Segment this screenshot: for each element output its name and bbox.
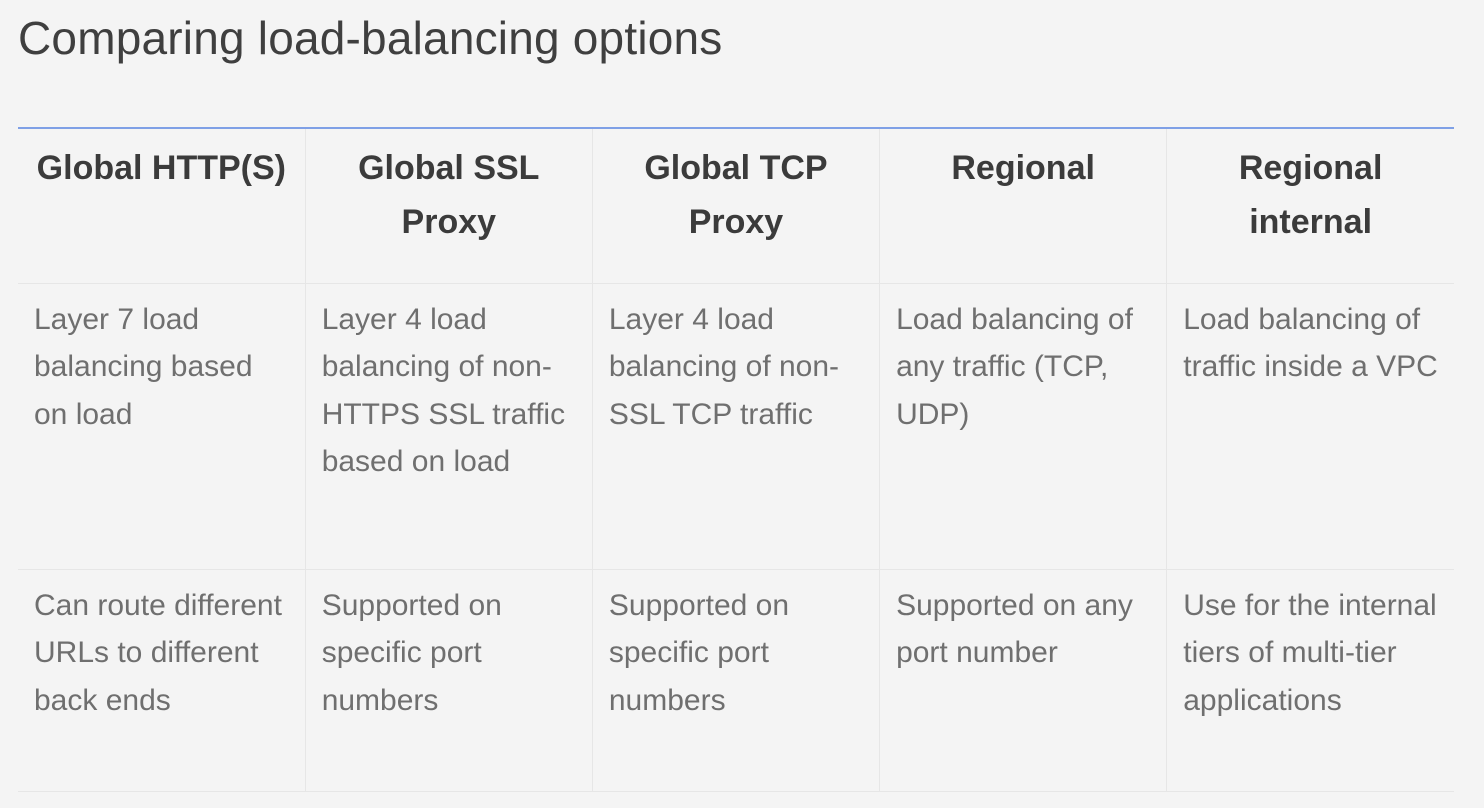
- column-header-global-tcp-proxy: Global TCP Proxy: [592, 129, 881, 284]
- header-row: Global HTTP(S) Global SSL Proxy Global T…: [18, 129, 1454, 284]
- description-row: Layer 7 load balancing based on load Lay…: [18, 283, 1454, 570]
- description-cell-global-ssl-proxy: Layer 4 load balancing of non-HTTPS SSL …: [305, 283, 593, 570]
- usage-cell-global-tcp-proxy: Supported on specific port numbers: [592, 569, 881, 792]
- usage-cell-regional: Supported on any port number: [879, 569, 1168, 792]
- description-cell-global-tcp-proxy: Layer 4 load balancing of non-SSL TCP tr…: [592, 283, 881, 570]
- slide-title: Comparing load-balancing options: [18, 12, 723, 64]
- description-cell-global-https: Layer 7 load balancing based on load: [18, 283, 306, 570]
- usage-cell-global-ssl-proxy: Supported on specific port numbers: [305, 569, 593, 792]
- usage-cell-global-https: Can route different URLs to different ba…: [18, 569, 306, 792]
- column-header-regional-internal: Regional internal: [1166, 129, 1454, 284]
- description-cell-regional-internal: Load balancing of traffic inside a VPC: [1166, 283, 1454, 570]
- usage-row: Can route different URLs to different ba…: [18, 569, 1454, 792]
- comparison-table: Global HTTP(S) Global SSL Proxy Global T…: [18, 129, 1454, 792]
- comparison-table-container: Global HTTP(S) Global SSL Proxy Global T…: [18, 127, 1454, 792]
- description-cell-regional: Load balancing of any traffic (TCP, UDP): [879, 283, 1168, 570]
- usage-cell-regional-internal: Use for the internal tiers of multi-tier…: [1166, 569, 1454, 792]
- column-header-global-https: Global HTTP(S): [18, 129, 306, 284]
- column-header-regional: Regional: [879, 129, 1168, 284]
- column-header-global-ssl-proxy: Global SSL Proxy: [305, 129, 593, 284]
